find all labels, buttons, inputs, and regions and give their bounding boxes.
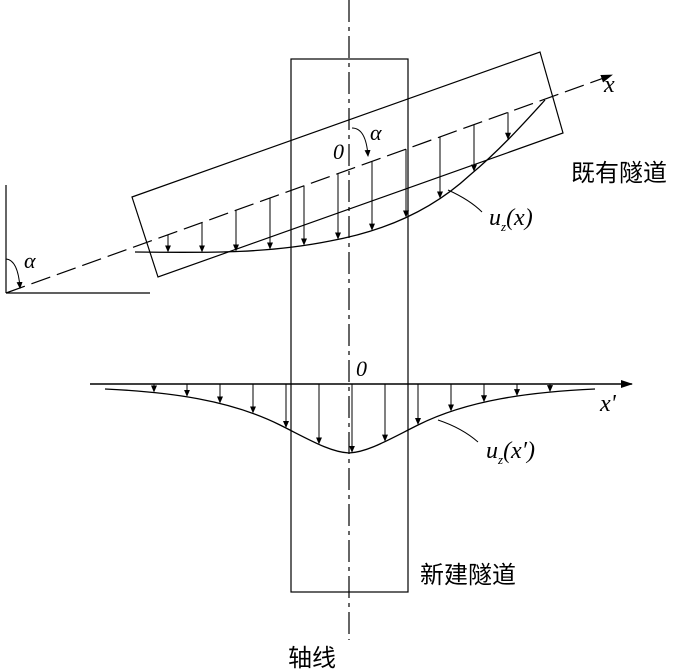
label-new-tunnel: 新建隧道 <box>420 561 516 589</box>
label-angle-top: α <box>370 120 382 145</box>
existing-displacement-arrows <box>165 112 511 253</box>
new-displacement-arrows <box>151 384 553 453</box>
angle-arc-left <box>5 258 23 289</box>
label-existing-tunnel: 既有隧道 <box>571 159 667 187</box>
label-origin-existing: 0 <box>333 139 344 164</box>
label-axis-x-existing: x <box>603 72 615 98</box>
existing-displacement-curve <box>134 99 546 254</box>
leader-new-curve <box>437 419 479 443</box>
label-curve-new: uz(x′) <box>486 438 535 467</box>
existing-axis-x <box>5 74 613 294</box>
label-origin-new: 0 <box>356 356 367 381</box>
new-tunnel-rect <box>290 58 409 593</box>
angle-arc-top <box>351 127 371 157</box>
existing-tunnel-rect <box>131 51 564 278</box>
new-displacement-curve <box>104 388 596 454</box>
label-curve-existing: uz(x) <box>489 205 533 234</box>
label-axis-line: 轴线 <box>288 644 336 671</box>
leader-existing-curve <box>447 189 483 213</box>
label-axis-x-new: x' <box>599 391 617 417</box>
label-angle-left: α <box>24 248 36 273</box>
